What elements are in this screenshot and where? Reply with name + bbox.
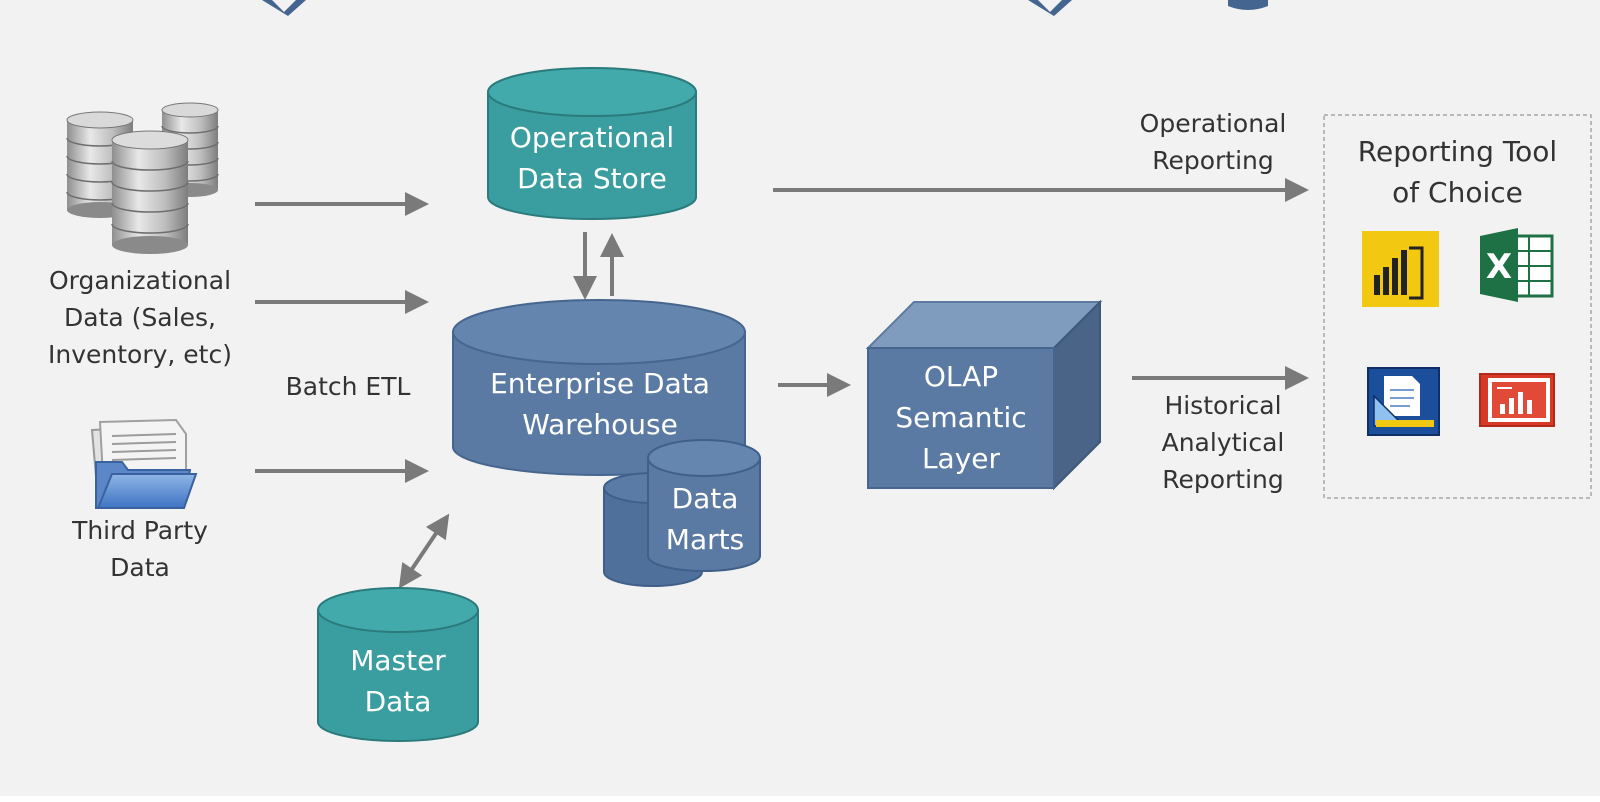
batch-etl-label: Batch ETL — [285, 372, 411, 401]
master-data-label: Master Data — [350, 644, 446, 718]
enterprise-data-warehouse-label: Enterprise Data Warehouse — [490, 367, 710, 441]
excel-icon: X — [1480, 228, 1554, 302]
master-data-cylinder — [317, 587, 479, 742]
operational-data-store-label: Operational Data Store — [509, 121, 675, 195]
powerpoint-chart-icon — [1479, 373, 1555, 427]
footer-strip — [0, 796, 1600, 802]
folder-documents-icon — [90, 418, 198, 509]
operational-data-store-cylinder — [487, 67, 697, 220]
arrow-master-edw — [398, 513, 450, 589]
database-stack-icon — [66, 102, 219, 254]
organizational-data-label: Organizational Data (Sales, Inventory, e… — [48, 266, 232, 369]
data-marts-cylinders — [603, 439, 761, 587]
third-party-data-label: Third Party Data — [72, 516, 208, 582]
svg-text:X: X — [1486, 247, 1512, 287]
reporting-tool-title: Reporting Tool of Choice — [1357, 135, 1558, 209]
olap-semantic-layer-label: OLAP Semantic Layer — [895, 360, 1027, 475]
olap-cube — [865, 299, 1103, 491]
operational-reporting-label: Operational Reporting — [1139, 109, 1287, 175]
power-bi-icon — [1362, 231, 1439, 307]
ingest-arrows — [255, 178, 1309, 589]
title-fragment — [262, 0, 1268, 16]
report-builder-icon — [1367, 367, 1440, 436]
data-marts-label: Data Marts — [665, 482, 745, 556]
historical-analytical-reporting-label: Historical Analytical Reporting — [1161, 391, 1285, 494]
reporting-tool-box — [1323, 114, 1592, 499]
